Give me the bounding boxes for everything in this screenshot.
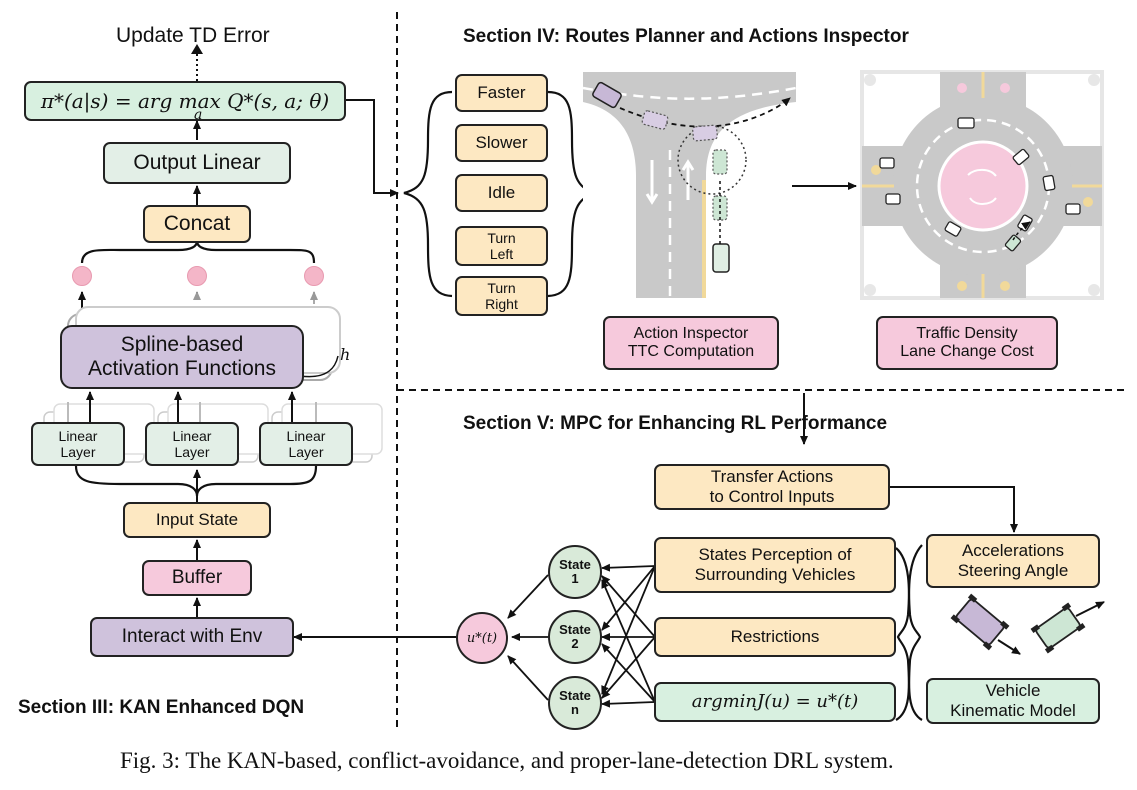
- roundabout-scene: [860, 70, 1104, 300]
- u-star-node: u*(t): [456, 612, 508, 664]
- vehicle-icon-green: [1030, 602, 1086, 654]
- spline-activation-box: Spline-based Activation Functions: [60, 325, 304, 389]
- linear-layer-3: Linear Layer: [259, 422, 353, 466]
- policy-subscript: a: [194, 107, 203, 123]
- action-slower: Slower: [455, 124, 548, 162]
- u-star-label: u*(t): [466, 630, 498, 646]
- section4-title: Section IV: Routes Planner and Actions I…: [463, 26, 909, 47]
- traffic-density-box: Traffic Density Lane Change Cost: [876, 316, 1058, 370]
- linear-layer-2: Linear Layer: [145, 422, 239, 466]
- action-inspector-box: Action Inspector TTC Computation: [603, 316, 779, 370]
- policy-box: π*(a|s) = arg max Q*(s, a; θ): [24, 81, 346, 121]
- figure-caption: Fig. 3: The KAN-based, conflict-avoidanc…: [120, 748, 894, 773]
- state-node-2: State 2: [548, 610, 602, 664]
- argmin-formula: argminJ(u) = u*(t): [691, 690, 859, 712]
- update-td-label: Update TD Error: [116, 24, 270, 47]
- input-state-box: Input State: [123, 502, 271, 538]
- vehicle-icon-purple: [950, 593, 1010, 651]
- kinematic-model-box: Vehicle Kinematic Model: [926, 678, 1100, 724]
- interact-env-box: Interact with Env: [90, 617, 294, 657]
- output-linear-box: Output Linear: [103, 142, 291, 184]
- sigmoid-node-3: [304, 266, 324, 286]
- restrictions-box: Restrictions: [654, 617, 896, 657]
- accelerations-box: Accelerations Steering Angle: [926, 534, 1100, 588]
- concat-box: Concat: [143, 205, 251, 243]
- policy-formula: π*(a|s) = arg max Q*(s, a; θ): [40, 88, 330, 113]
- h-label: h: [340, 345, 351, 364]
- states-perception-box: States Perception of Surrounding Vehicle…: [654, 537, 896, 593]
- transfer-actions-box: Transfer Actions to Control Inputs: [654, 464, 890, 510]
- action-turn-right: Turn Right: [455, 276, 548, 316]
- state-node-1: State 1: [548, 545, 602, 599]
- buffer-box: Buffer: [142, 560, 252, 596]
- sigmoid-node-1: [72, 266, 92, 286]
- action-idle: Idle: [455, 174, 548, 212]
- merge-road-scene: [582, 72, 797, 298]
- action-turn-left: Turn Left: [455, 226, 548, 266]
- state-node-n: State n: [548, 676, 602, 730]
- action-faster: Faster: [455, 74, 548, 112]
- sigmoid-node-2: [187, 266, 207, 286]
- argmin-box: argminJ(u) = u*(t): [654, 682, 896, 722]
- section5-title: Section V: MPC for Enhancing RL Performa…: [463, 413, 888, 434]
- linear-layer-1: Linear Layer: [31, 422, 125, 466]
- section3-title: Section III: KAN Enhanced DQN: [18, 697, 305, 718]
